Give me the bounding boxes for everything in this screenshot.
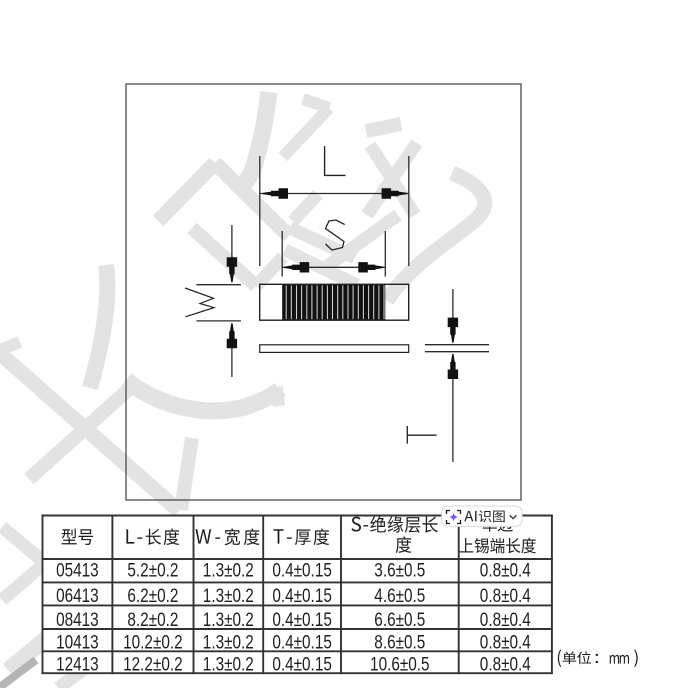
svg-text:8.6±0.5: 8.6±0.5: [374, 631, 425, 653]
svg-text:0.8±0.4: 0.8±0.4: [480, 584, 531, 606]
svg-text:0.4±0.15: 0.4±0.15: [272, 631, 332, 653]
svg-text:10413: 10413: [56, 631, 99, 653]
svg-text:0.4±0.15: 0.4±0.15: [272, 584, 332, 606]
svg-text:1.3±0.2: 1.3±0.2: [203, 653, 254, 675]
svg-text:0.8±0.4: 0.8±0.4: [480, 631, 531, 653]
svg-text:05413: 05413: [56, 559, 99, 581]
svg-text:12.2±0.2: 12.2±0.2: [123, 653, 183, 675]
svg-text:0.4±0.15: 0.4±0.15: [272, 608, 332, 630]
svg-text:10.6±0.5: 10.6±0.5: [370, 653, 430, 675]
svg-text:0.8±0.4: 0.8±0.4: [480, 608, 531, 630]
svg-text:6.2±0.2: 6.2±0.2: [127, 584, 178, 606]
svg-text:06413: 06413: [56, 584, 99, 606]
svg-text:1.3±0.2: 1.3±0.2: [203, 608, 254, 630]
svg-text:0.8±0.4: 0.8±0.4: [480, 559, 531, 581]
svg-text:10.2±0.2: 10.2±0.2: [123, 631, 183, 653]
svg-text:8.2±0.2: 8.2±0.2: [127, 608, 178, 630]
svg-text:1.3±0.2: 1.3±0.2: [203, 559, 254, 581]
svg-text:1.3±0.2: 1.3±0.2: [203, 584, 254, 606]
svg-text:0.4±0.15: 0.4±0.15: [272, 653, 332, 675]
svg-text:1.3±0.2: 1.3±0.2: [203, 631, 254, 653]
svg-text:5.2±0.2: 5.2±0.2: [127, 559, 178, 581]
svg-text:0.4±0.15: 0.4±0.15: [272, 559, 332, 581]
svg-text:3.6±0.5: 3.6±0.5: [374, 559, 425, 581]
svg-text:0.8±0.4: 0.8±0.4: [480, 653, 531, 675]
svg-text:08413: 08413: [56, 608, 99, 630]
svg-text:6.6±0.5: 6.6±0.5: [374, 608, 425, 630]
svg-text:4.6±0.5: 4.6±0.5: [374, 584, 425, 606]
svg-text:12413: 12413: [56, 653, 99, 675]
